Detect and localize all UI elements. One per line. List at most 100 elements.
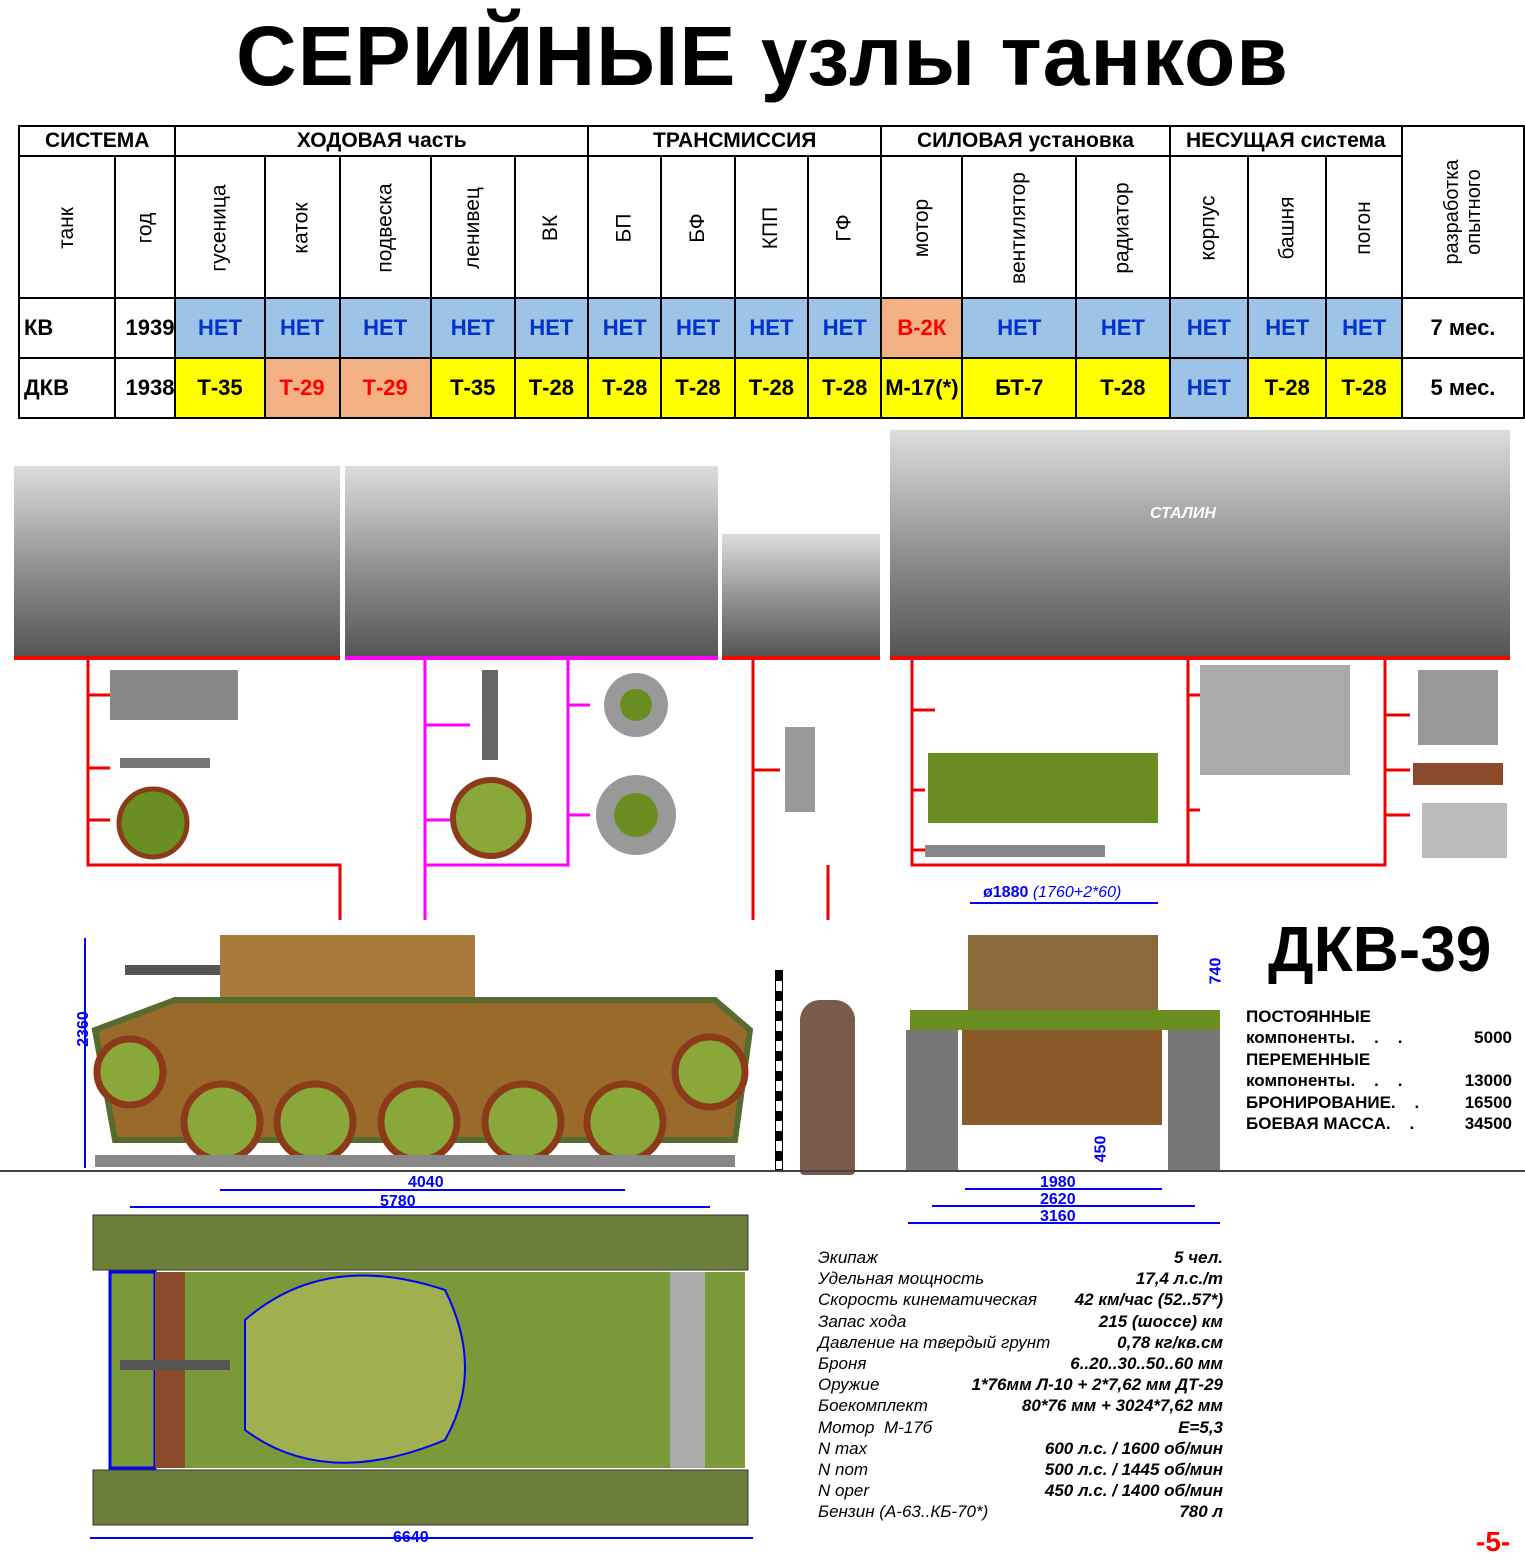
group-structure: НЕСУЩАЯ система	[1168, 125, 1403, 157]
component-cell: НЕТ	[429, 297, 516, 359]
spec-value: 6..20..30..50..60 мм	[1070, 1353, 1223, 1373]
group-running-gear: ХОДОВАЯ часть	[174, 125, 590, 157]
component-cell: Т-35	[429, 357, 516, 419]
mass-row: БОЕВАЯ МАССА. .34500	[1246, 1114, 1512, 1135]
spec-label: N max	[818, 1438, 868, 1458]
photo-t29	[345, 466, 718, 660]
dim-base: 4040	[408, 1174, 444, 1191]
spec-label: Боекомплект	[818, 1396, 928, 1416]
photo-t28: СТАЛИН	[890, 430, 1510, 660]
header-development: разработка опытного	[1400, 125, 1525, 299]
group-transmission: ТРАНСМИССИЯ	[587, 125, 883, 157]
component-cell: НЕТ	[961, 297, 1078, 359]
component-cell: Т-35	[174, 357, 266, 419]
component-cell: НЕТ	[660, 297, 736, 359]
component-cell: НЕТ	[1168, 357, 1250, 419]
component-cell: НЕТ	[513, 297, 590, 359]
development-time: 5 мес.	[1400, 357, 1525, 419]
component-cell: Т-28	[660, 357, 736, 419]
column-header: ленивец	[429, 155, 516, 299]
dim-track-length: 5780	[380, 1193, 416, 1210]
page-number: -5-	[1476, 1526, 1511, 1557]
scale-ruler	[775, 970, 783, 1170]
column-header: погон	[1325, 155, 1403, 299]
spec-value: 780 л	[1179, 1502, 1223, 1522]
spec-row: Оружие 1*76мм Л-10 + 2*7,62 мм ДТ-29	[818, 1375, 1223, 1396]
development-time: 7 мес.	[1400, 297, 1525, 359]
component-cell: НЕТ	[1168, 297, 1250, 359]
spec-row: Броня 6..20..30..50..60 мм	[818, 1354, 1223, 1375]
component-cell: Т-28	[1325, 357, 1403, 419]
column-header: ГФ	[807, 155, 883, 299]
component-cell: НЕТ	[1247, 297, 1328, 359]
spec-label: Броня	[818, 1353, 867, 1373]
component-cell: М-17(*)	[880, 357, 964, 419]
group-powerplant: СИЛОВАЯ установка	[880, 125, 1171, 157]
dim-width-3: 3160	[1040, 1208, 1076, 1225]
column-header: вентилятор	[961, 155, 1078, 299]
mass-row: компоненты. . . 5000	[1246, 1028, 1512, 1049]
component-cell: НЕТ	[733, 297, 810, 359]
side-view-drawing	[84, 935, 754, 1208]
spec-value: 5 чел.	[1173, 1248, 1223, 1267]
mass-row: ПОСТОЯННЫЕ	[1246, 1007, 1512, 1028]
spec-value: 17,4 л.с./т	[1135, 1269, 1223, 1289]
component-cell: Т-28	[807, 357, 883, 419]
component-cell: НЕТ	[263, 297, 341, 359]
dim-clearance: 450	[1092, 1135, 1110, 1163]
component-connectors	[86, 660, 1507, 920]
column-header: КПП	[733, 155, 810, 299]
photo-t35	[14, 466, 340, 660]
mass-row: БРОНИРОВАНИЕ. . 16500	[1246, 1093, 1512, 1114]
tank-year: 1938	[113, 357, 177, 419]
spec-value: 0,78 кг/кв.см	[1117, 1332, 1223, 1352]
spec-label: Мотор М-17б	[818, 1417, 933, 1437]
column-header: корпус	[1168, 155, 1250, 299]
spec-value: 80*76 мм + 3024*7,62 мм	[1021, 1396, 1223, 1416]
mass-label: БРОНИРОВАНИЕ. .	[1246, 1092, 1420, 1112]
column-header: год	[113, 155, 177, 299]
mass-label: компоненты. . .	[1246, 1028, 1403, 1048]
mass-value: 34500	[1464, 1113, 1512, 1133]
mass-label: компоненты. . .	[1246, 1071, 1403, 1091]
component-cell: БТ-7	[961, 357, 1078, 419]
dim-width-1: 1980	[1040, 1174, 1076, 1191]
mass-value: 16500	[1464, 1092, 1512, 1112]
dim-total-length: 6640	[393, 1529, 429, 1546]
component-cell: НЕТ	[587, 297, 663, 359]
mass-row: ПЕРЕМЕННЫЕ	[1246, 1050, 1512, 1071]
photo-bt7	[722, 534, 880, 660]
component-cell: Т-29	[263, 357, 341, 419]
component-cell: Т-28	[1075, 357, 1171, 419]
spec-value: 1*76мм Л-10 + 2*7,62 мм ДТ-29	[971, 1375, 1223, 1395]
top-view-drawing	[90, 1214, 753, 1539]
group-system: СИСТЕМА	[17, 125, 177, 157]
spec-value: 450 л.с. / 1400 об/мин	[1044, 1481, 1223, 1501]
component-cell: Т-28	[733, 357, 810, 419]
spec-value: 500 л.с. / 1445 об/мин	[1044, 1459, 1223, 1479]
component-cell: НЕТ	[1325, 297, 1403, 359]
mass-value: 5000	[1474, 1028, 1512, 1048]
mass-value: 13000	[1464, 1071, 1512, 1091]
dim-height: 2360	[74, 1011, 92, 1047]
tank-year: 1939	[113, 297, 177, 359]
column-header: каток	[263, 155, 341, 299]
spec-label: Оружие	[818, 1375, 880, 1395]
mass-row: компоненты. . . 13000	[1246, 1071, 1512, 1092]
mass-label: ПЕРЕМЕННЫЕ	[1246, 1049, 1371, 1069]
spec-label: N oper	[818, 1481, 870, 1501]
column-header: башня	[1247, 155, 1328, 299]
column-header: гусеница	[174, 155, 266, 299]
photo-caption: СТАЛИН	[1150, 505, 1216, 522]
model-name: ДКВ-39	[1268, 913, 1492, 985]
dim-turret-ring: ø1880	[983, 884, 1029, 901]
